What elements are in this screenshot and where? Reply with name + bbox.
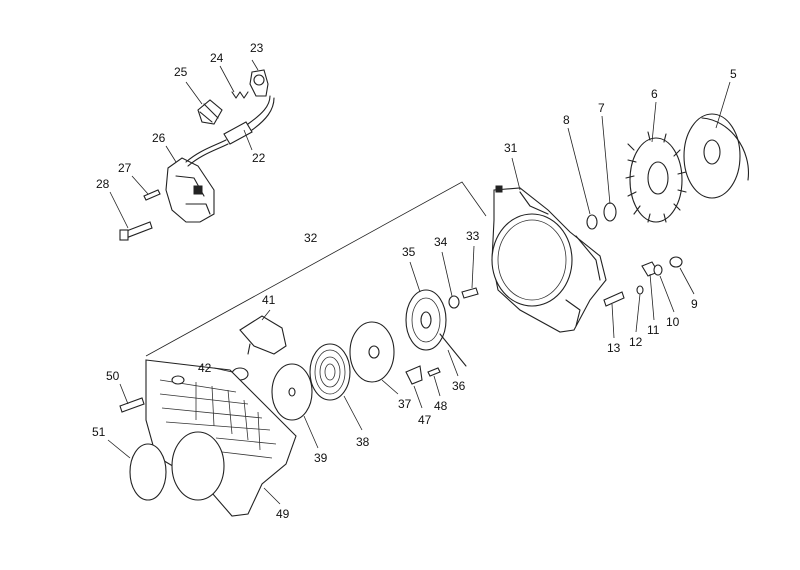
label-10: 10 (666, 315, 680, 329)
label-35: 35 (402, 245, 416, 259)
label-38: 38 (356, 435, 370, 449)
label-42: 42 (198, 361, 212, 375)
label-50: 50 (106, 369, 120, 383)
label-41: 41 (262, 293, 276, 307)
label-11: 11 (647, 323, 660, 337)
label-24: 24 (210, 51, 224, 65)
label-33: 33 (466, 229, 480, 243)
flywheel-assembly (586, 113, 749, 307)
label-32: 32 (304, 231, 318, 245)
label-6: 6 (651, 87, 658, 101)
starter-housing (491, 185, 607, 333)
label-47: 47 (418, 413, 432, 427)
starter-internals (231, 287, 479, 421)
fan-cover (119, 359, 297, 517)
label-37: 37 (398, 397, 412, 411)
label-48: 48 (434, 399, 448, 413)
label-5: 5 (730, 67, 737, 81)
label-36: 36 (452, 379, 466, 393)
label-31: 31 (504, 141, 518, 155)
label-49: 49 (276, 507, 290, 521)
label-13: 13 (607, 341, 621, 355)
label-39: 39 (314, 451, 328, 465)
label-27: 27 (118, 161, 132, 175)
label-26: 26 (152, 131, 166, 145)
label-12: 12 (629, 335, 643, 349)
label-22: 22 (252, 151, 266, 165)
label-23: 23 (250, 41, 264, 55)
label-7: 7 (598, 101, 605, 115)
label-25: 25 (174, 65, 188, 79)
label-9: 9 (691, 297, 698, 311)
ignition-coil-assembly (119, 69, 275, 241)
label-34: 34 (434, 235, 448, 249)
label-51: 51 (92, 425, 106, 439)
label-28: 28 (96, 177, 110, 191)
label-8: 8 (563, 113, 570, 127)
part-labels: 5 6 7 8 9 10 11 12 13 22 23 24 25 26 27 … (92, 41, 737, 521)
leader-lines (107, 59, 731, 505)
